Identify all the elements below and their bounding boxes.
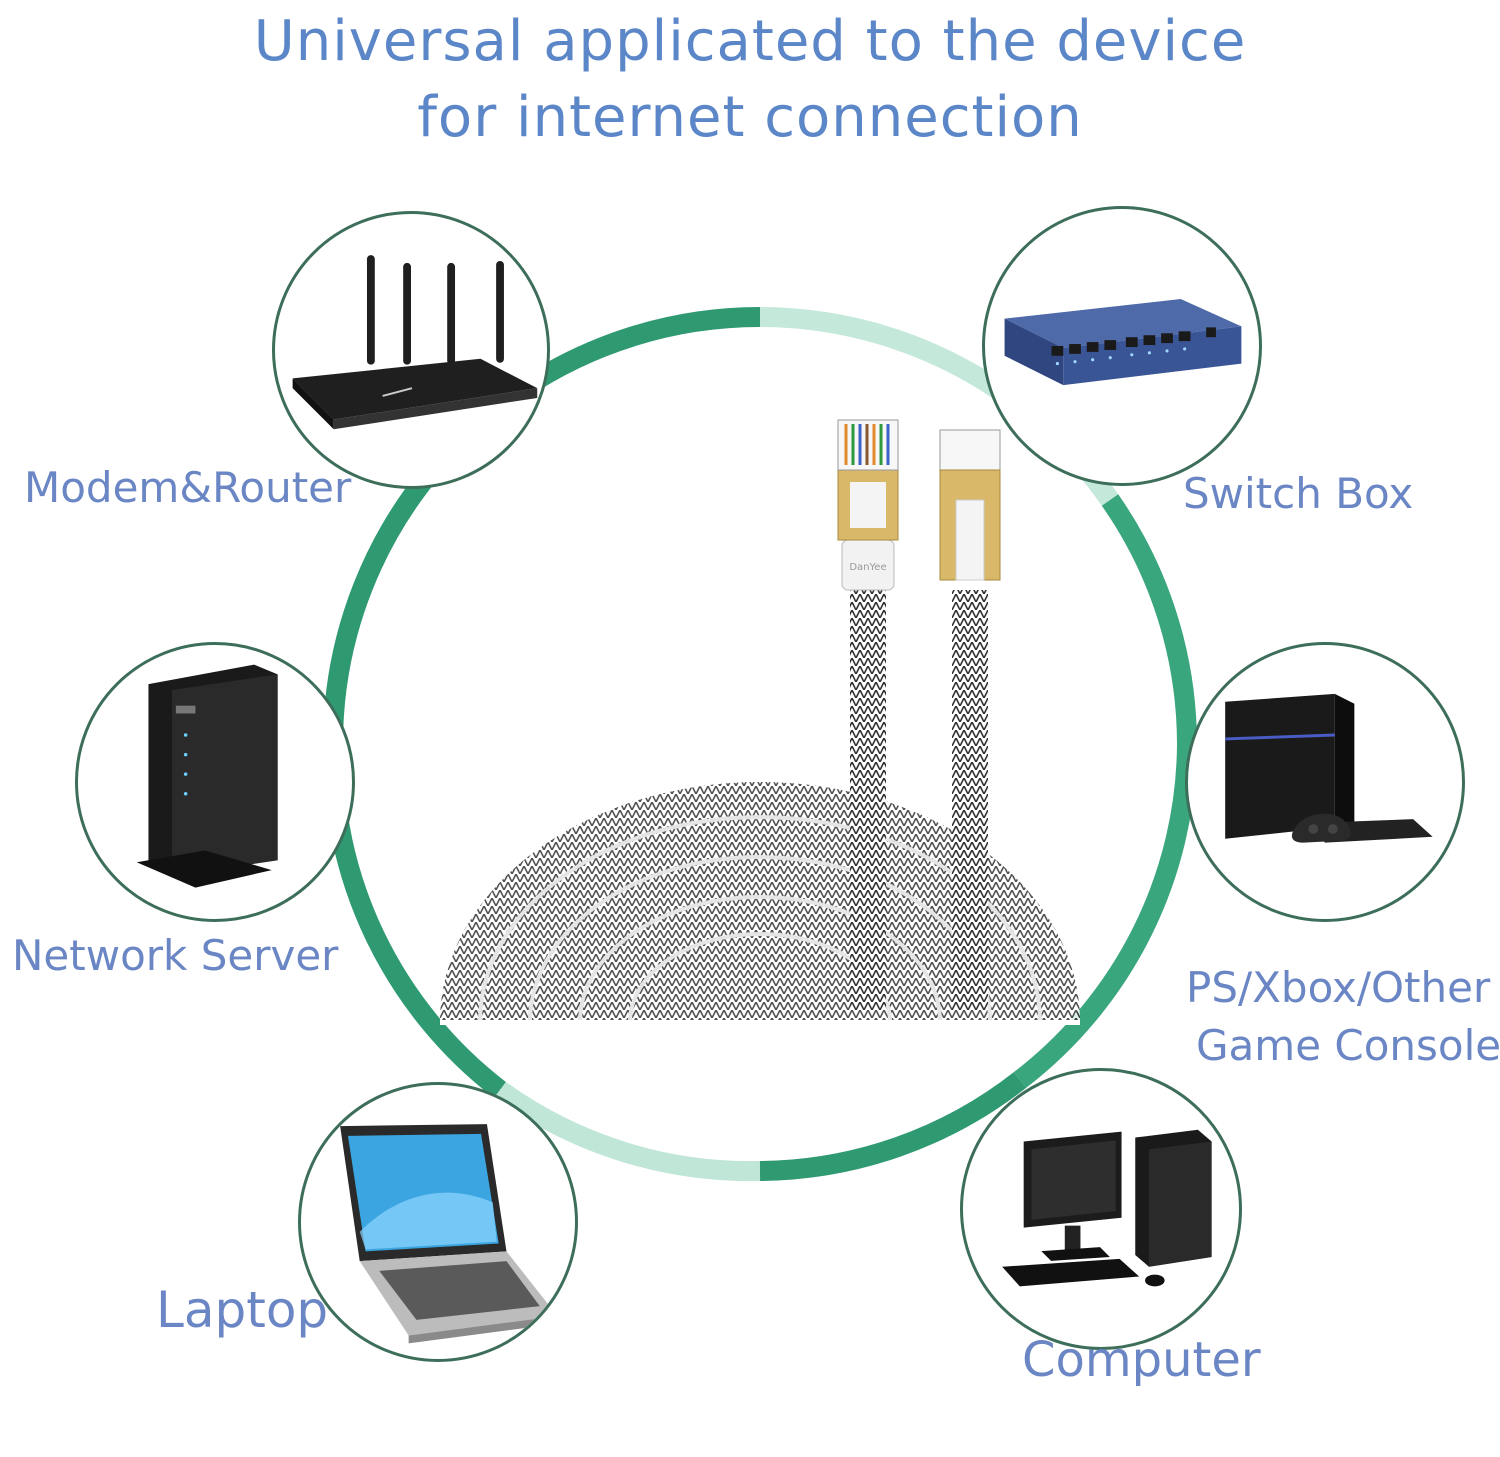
switch-circle: [982, 206, 1262, 486]
right-connector: [939, 429, 1001, 1010]
label-network-server: Network Server: [12, 931, 339, 980]
label-game-console-line-1: PS/Xbox/Other: [1186, 963, 1491, 1012]
cable-brand-label: DanYee: [849, 562, 886, 573]
headline-line-2: for internet connection: [417, 85, 1083, 150]
headline-line-1: Universal applicated to the device: [253, 9, 1247, 74]
label-computer: Computer: [1022, 1332, 1261, 1388]
label-switch-box: Switch Box: [1183, 469, 1414, 518]
game-console-icon: [1225, 693, 1433, 843]
ethernet-cable-illustration: DanYee: [440, 419, 1080, 1025]
server-circle: [75, 642, 355, 922]
label-laptop: Laptop: [156, 1281, 329, 1339]
laptop-icon: [340, 1124, 558, 1344]
label-modem-router: Modem&Router: [24, 463, 352, 512]
server-icon: [136, 664, 278, 888]
laptop-circle: [298, 1082, 578, 1362]
computer-circle: [960, 1068, 1242, 1350]
router-icon: [292, 255, 538, 430]
label-game-console-line-2: Game Console: [1196, 1021, 1500, 1070]
switch-icon: [1004, 299, 1242, 386]
console-circle: [1185, 642, 1465, 922]
left-connector: DanYee: [837, 419, 899, 1010]
computer-icon: [1002, 1129, 1212, 1287]
router-circle: [272, 211, 550, 489]
